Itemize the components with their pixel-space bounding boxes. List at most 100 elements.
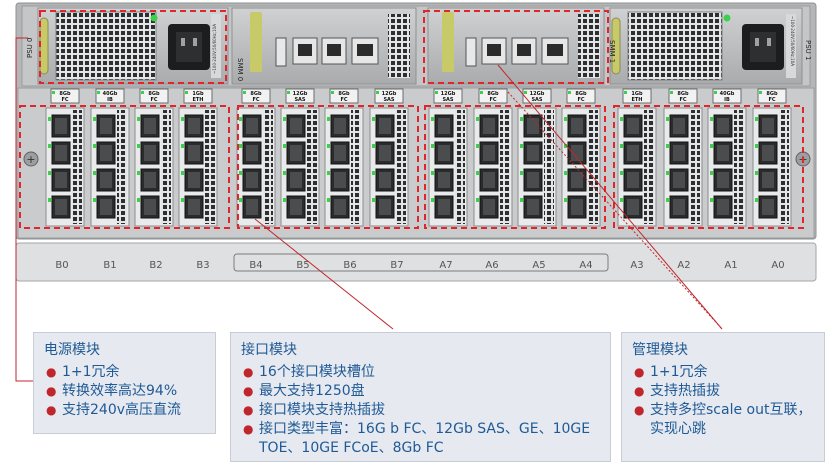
list-item: ●最大支持1250盘	[243, 383, 365, 399]
list-item: ●接口类型丰富：16G b FC、12Gb SAS、GE、10GE TOE、10…	[243, 421, 591, 456]
list-item: ●接口模块支持热插拔	[243, 402, 385, 418]
psu-0-rating: ~100-240V;50/60Hz;10A	[212, 24, 217, 74]
slot-label: A0	[771, 260, 784, 271]
card-label: IB	[107, 97, 113, 103]
card-label: IB	[724, 97, 730, 103]
card-label: FC	[61, 97, 68, 103]
card-label: SAS	[531, 97, 542, 103]
list-item: ●支持多控scale out互联，实现心跳	[634, 402, 812, 437]
card-label: 8Gb	[338, 91, 350, 97]
card-label: 8Gb	[59, 91, 71, 97]
card-label: 12Gb	[293, 91, 308, 97]
interface-leader-line	[254, 218, 394, 330]
card-label: 8Gb	[575, 91, 587, 97]
card-label: 1Gb	[192, 91, 204, 97]
smm-1	[427, 7, 605, 85]
card-label: 12Gb	[382, 91, 397, 97]
cards-highlight-4	[613, 105, 804, 229]
card-label: FC	[252, 97, 259, 103]
card-label: FC	[489, 97, 496, 103]
slot-label: A7	[439, 260, 452, 271]
power-module-title: 电源模块	[44, 342, 100, 358]
list-item: ●转换效率高达94%	[46, 383, 178, 399]
slot-label: B2	[149, 260, 162, 271]
power-leader-line	[15, 37, 34, 382]
slot-label-strip	[15, 242, 817, 282]
card-label: ETH	[631, 97, 642, 103]
slot-label: B3	[196, 260, 209, 271]
card-label: FC	[340, 97, 347, 103]
slot-label: B5	[296, 260, 309, 271]
slot-label: B0	[55, 260, 68, 271]
smm-0-label: SMM 0	[236, 58, 244, 81]
card-label: 8Gb	[148, 91, 160, 97]
psu-0-label: PSU 0	[26, 38, 34, 58]
card-label: 8Gb	[677, 91, 689, 97]
smm-highlight	[423, 10, 609, 84]
card-label: 8Gb	[250, 91, 262, 97]
cards-highlight-3	[424, 105, 606, 229]
smm-1-label: SMM 1	[608, 40, 616, 63]
card-label: 12Gb	[441, 91, 456, 97]
plus-icon: +	[26, 153, 35, 166]
interface-module-callout: 接口模块 ●16个接口模块槽位 ●最大支持1250盘 ●接口模块支持热插拔 ●接…	[230, 332, 611, 462]
card-label: SAS	[442, 97, 453, 103]
slot-label: B4	[249, 260, 262, 271]
psu-1-label: PSU 1	[804, 40, 812, 60]
card-label: 40Gb	[103, 91, 118, 97]
slot-label: A6	[485, 260, 498, 271]
list-item: ●16个接口模块槽位	[243, 364, 375, 380]
slot-group-bracket	[233, 253, 609, 272]
slot-label: A4	[579, 260, 592, 271]
management-leader-line-1	[497, 64, 723, 330]
list-item: ●支持热插拔	[634, 383, 720, 399]
slot-label: B7	[390, 260, 403, 271]
card-label: 12Gb	[530, 91, 545, 97]
card-label: SAS	[383, 97, 394, 103]
card-label: 1Gb	[631, 91, 643, 97]
list-item: ●1+1冗余	[634, 364, 708, 380]
power-module-callout: 电源模块 ●1+1冗余 ●转换效率高达94% ●支持240v高压直流	[33, 332, 216, 434]
management-leader-line-2	[507, 91, 723, 330]
slot-label: B6	[343, 260, 356, 271]
psu-1	[609, 7, 803, 85]
card-label: FC	[679, 97, 686, 103]
psu-1-rating: ~100-240V;50/60Hz;10A	[790, 16, 795, 66]
slot-label: A5	[532, 260, 545, 271]
slot-label: B1	[103, 260, 116, 271]
interface-module-title: 接口模块	[241, 342, 297, 358]
slot-label: A2	[677, 260, 690, 271]
left-thumbscrew-icon	[23, 151, 39, 167]
card-label: 8Gb	[487, 91, 499, 97]
slot-label: A1	[724, 260, 737, 271]
card-label: FC	[150, 97, 157, 103]
card-label: FC	[768, 97, 775, 103]
card-label: FC	[577, 97, 584, 103]
management-module-callout: 管理模块 ●1+1冗余 ●支持热插拔 ●支持多控scale out互联，实现心跳	[621, 332, 825, 462]
list-item: ●支持240v高压直流	[46, 402, 182, 418]
card-label: SAS	[294, 97, 305, 103]
psu-0-highlight	[39, 10, 227, 84]
psu-0	[37, 7, 229, 85]
slot-label: A3	[630, 260, 643, 271]
smm-0	[231, 7, 417, 85]
card-label: 40Gb	[720, 91, 735, 97]
list-item: ●1+1冗余	[46, 364, 120, 380]
cards-highlight-2	[237, 105, 419, 229]
